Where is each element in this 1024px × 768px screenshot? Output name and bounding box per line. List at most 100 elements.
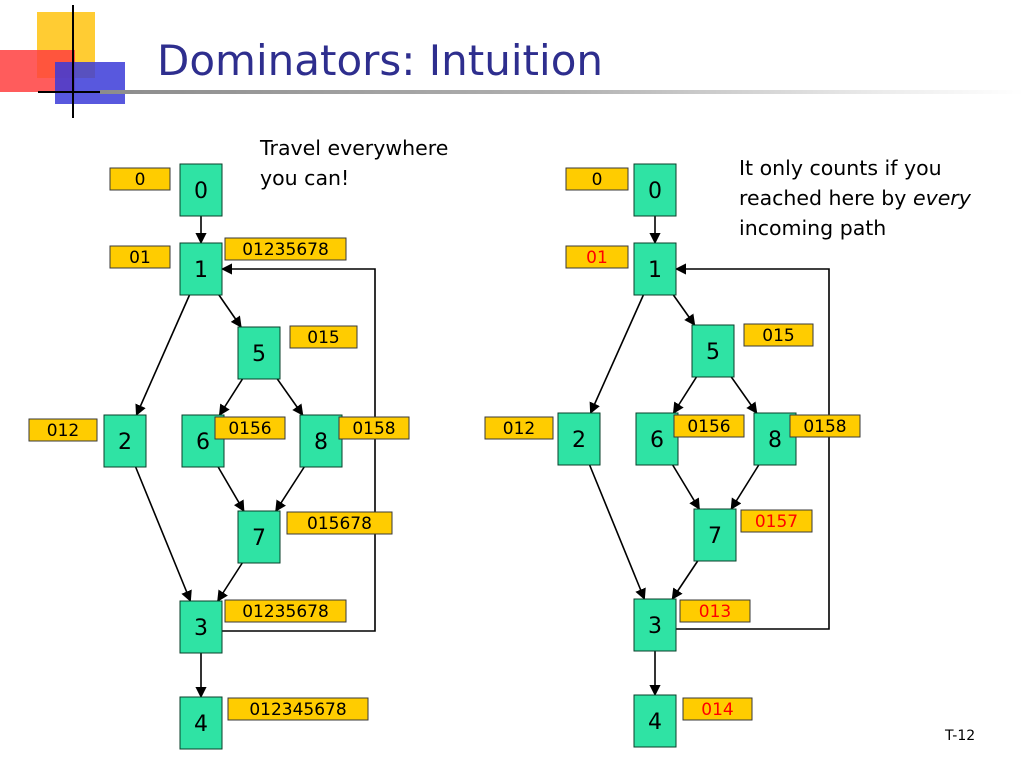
caption-every-path: It only counts if you reached here by ev… [739,153,971,243]
caption-travel: Travel everywhere you can! [260,136,449,190]
dominator-set-text-6: 0156 [228,419,271,439]
edge-1-2 [589,294,645,415]
slide-number: T-12 [945,728,976,744]
node-5: 5 [237,326,281,380]
node-6: 6 [181,414,225,468]
dominator-set-text-7: 015678 [307,514,372,534]
dominator-set-text-0: 0 [592,170,603,190]
node-4: 4 [633,694,677,748]
node-2: 2 [103,414,147,468]
dominator-set-1: 01 [565,245,629,269]
node-id-3: 3 [648,614,662,639]
node-2: 2 [557,412,601,466]
node-4: 4 [179,696,223,750]
node-id-0: 0 [194,179,208,204]
node-3: 3 [633,598,677,652]
edge-5-6 [672,376,698,414]
node-id-3: 3 [194,616,208,641]
node-id-2: 2 [572,428,586,453]
node-id-0: 0 [648,179,662,204]
dominator-set-2: 012 [28,418,98,442]
dominator-set-7: 0157 [740,509,813,533]
edge-6-7 [217,466,245,512]
node-0: 0 [633,163,677,217]
dominator-set-0: 0 [109,167,171,191]
node-id-1: 1 [648,258,662,283]
dominator-set-8: 0158 [789,414,861,438]
caption-line2: reached here by [739,186,907,210]
dominator-set-text-5: 015 [762,326,794,346]
dominator-set-text-8: 0158 [803,417,846,437]
edge-1-2 [135,294,191,417]
node-5: 5 [691,324,735,378]
node-1: 1 [179,242,223,296]
dominator-set-text-6: 0156 [687,417,730,437]
dominator-set-text-3: 01235678 [242,602,329,622]
edge-2-3 [588,464,646,601]
dominator-set-5: 015 [743,323,814,347]
node-id-6: 6 [650,428,664,453]
edge-3-1 [674,263,830,630]
caption-line3: incoming path [739,216,887,240]
node-8: 8 [299,414,343,468]
node-8: 8 [753,412,797,466]
dominator-set-4: 014 [682,697,753,721]
dominator-set-6: 0156 [214,416,286,440]
dominator-set-5: 015 [289,325,358,349]
dominator-set-6: 0156 [673,414,745,438]
node-1: 1 [633,242,677,296]
node-id-7: 7 [252,526,266,551]
edge-8-7 [275,466,305,512]
dominator-set-text-5: 015 [307,328,339,348]
node-id-8: 8 [314,430,328,455]
dominator-set-2: 012 [484,416,554,440]
dominator-set-text-4: 012345678 [249,700,346,720]
dominator-set-text-3: 013 [699,602,731,622]
node-id-6: 6 [196,430,210,455]
dominator-set-3: 013 [679,599,751,623]
node-id-8: 8 [768,428,782,453]
caption-line1: It only counts if you [739,156,942,180]
edge-7-3 [217,562,243,602]
dominator-set-8: 0158 [338,416,410,440]
title-underline [100,90,1024,94]
node-6: 6 [635,412,679,466]
dominator-set-7: 015678 [286,511,393,535]
dominator-set-text-4: 014 [701,700,733,720]
page-title: Dominators: Intuition [157,36,604,85]
edge-5-6 [218,378,244,416]
edge-6-7 [672,464,700,510]
node-0: 0 [179,163,223,217]
dominator-set-4: 012345678 [227,697,369,721]
dominator-set-0: 0 [565,167,629,191]
dominator-set-text-2: 012 [47,421,79,441]
dominator-set-text-2: 012 [503,419,535,439]
edge-1-5 [672,294,696,326]
dominator-set-text-1: 01 [586,248,608,268]
node-7: 7 [693,508,737,562]
edge-3-1 [220,263,376,632]
node-id-4: 4 [194,712,208,737]
node-id-4: 4 [648,710,662,735]
edge-2-3 [134,466,192,603]
dominator-set-text-7: 0157 [755,512,798,532]
node-id-7: 7 [708,524,722,549]
dominator-set-1: 01235678 [224,237,347,261]
extra-set-1: 01 [109,245,171,269]
edge-7-3 [671,560,699,600]
edge-8-7 [730,464,760,510]
node-7: 7 [237,510,281,564]
slide-logo [0,5,140,118]
edge-5-8 [730,376,758,414]
node-id-5: 5 [706,340,720,365]
node-3: 3 [179,600,223,654]
dominator-set-3: 01235678 [224,599,347,623]
caption-emphasis: every [912,186,971,210]
node-id-5: 5 [252,342,266,367]
extra-set-text-1: 01 [129,248,151,268]
edge-5-8 [276,378,304,416]
dominator-set-text-8: 0158 [352,419,395,439]
